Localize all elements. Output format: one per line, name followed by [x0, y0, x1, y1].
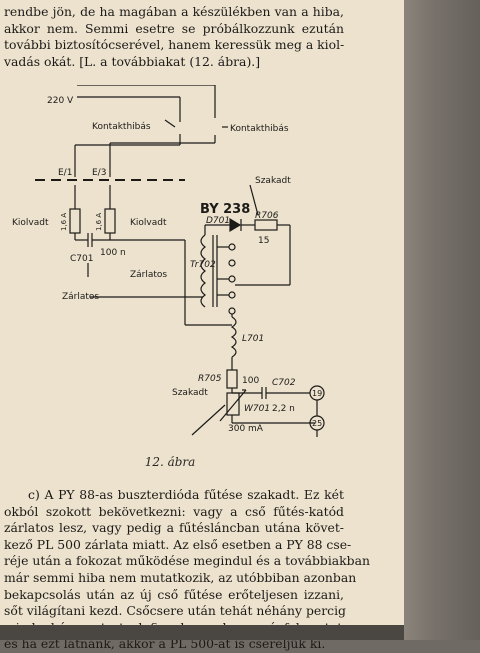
label-fuse2-rating: 1,6 A	[95, 213, 103, 231]
label-shorted-mid: Zárlatos	[130, 270, 167, 280]
label-r705-value: 100	[242, 376, 259, 386]
label-broken-top: Szakadt	[255, 176, 291, 186]
label-r705: R705	[198, 374, 222, 384]
label-c702: C702	[272, 378, 296, 388]
label-shorted-bottom: Zárlatos	[62, 292, 99, 302]
label-fuse1-rating: 1,6 A	[60, 213, 68, 231]
paragraph-bottom: c) A PY 88-as buszterdióda fűtése szakad…	[4, 487, 370, 653]
label-inductor: L701	[242, 334, 264, 344]
label-thermistor: W701	[244, 404, 270, 414]
label-fuse-e1: E/1	[58, 168, 72, 178]
text-line: sőt világítani kezd. Csőcsere után tehát…	[4, 603, 346, 619]
label-blown-right: Kiolvadt	[130, 218, 167, 228]
label-c702-value: 2,2 n	[272, 404, 295, 414]
page-bottom-shadow	[0, 625, 404, 640]
book-page: rendbe jön, de ha magában a készülékben …	[0, 0, 404, 651]
text-line: további biztosítócserével, hanem keressü…	[4, 37, 345, 53]
text-line: okból szokott bekövetkezni: vagy a cső f…	[4, 503, 344, 519]
label-contact-fault-left: Kontakthibás	[92, 122, 151, 132]
text-line: kező PL 500 zárlata miatt. Az első esetb…	[4, 536, 352, 552]
paragraph-top: rendbe jön, de ha magában a készülékben …	[4, 4, 344, 70]
label-mains: 220 V	[47, 96, 74, 106]
text-line: rendbe jön, de ha magában a készülékben …	[4, 4, 344, 19]
label-blown-left: Kiolvadt	[12, 218, 49, 228]
text-line: zárlatos lesz, vagy pedig a fűtésláncban…	[4, 520, 344, 536]
figure-caption: 12. ábra	[144, 455, 196, 469]
label-pin-25: 25	[312, 419, 322, 428]
label-broken-bottom: Szakadt	[172, 388, 208, 398]
label-contact-fault-right: Kontakthibás	[230, 124, 289, 134]
text-line: c) A PY 88-as buszterdióda fűtése szakad…	[28, 487, 344, 502]
text-line: bekapcsolás után az új cső fűtése erőtel…	[4, 586, 344, 602]
circuit-diagram: 220 V Kontakthibás Kontakthibás E/1 E/3 …	[12, 85, 325, 437]
label-diode-ref: D701	[206, 216, 230, 226]
label-c701-value: 100 n	[100, 248, 126, 258]
label-fuse-e3: E/3	[92, 168, 106, 178]
label-current: 300 mA	[228, 424, 264, 434]
text-line: már semmi hiba nem mutatkozik, az utóbbi…	[4, 569, 357, 585]
label-c701: C701	[70, 254, 93, 264]
label-pin-19: 19	[312, 389, 322, 398]
text-line: akkor nem. Semmi esetre se próbálkozzunk…	[4, 20, 344, 36]
label-r706: R706	[255, 211, 279, 221]
text-line: réje után a fokozat működése megindul és…	[4, 553, 370, 569]
label-r706-value: 15	[258, 236, 269, 246]
label-diode-type: BY 238	[200, 202, 250, 217]
text-line: vadás okát. [L. a továbbiakat (12. ábra)…	[4, 53, 261, 69]
book-spine-shadow	[404, 0, 480, 640]
label-transformer: Tr702	[190, 260, 216, 270]
